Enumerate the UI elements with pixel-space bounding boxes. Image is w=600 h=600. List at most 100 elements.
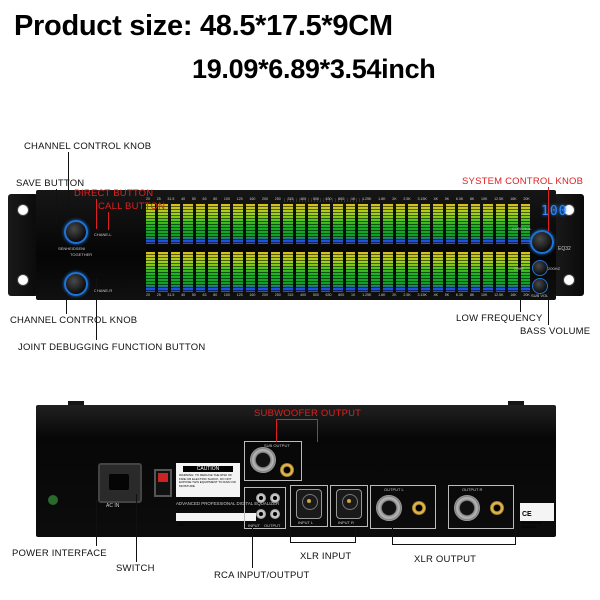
frequency-label: 20 [146, 293, 150, 297]
eq-band-slider [245, 252, 256, 292]
eq-band-slider [470, 204, 481, 244]
back-faceplate: AC IN CAUTION WARNING: TO REDUCE THE RIS… [36, 405, 556, 537]
leader-line [520, 280, 521, 312]
frequency-label: 1K [350, 293, 356, 297]
eq-band-slider [345, 204, 356, 244]
callout-bass-volume: BASS VOLUME [520, 326, 591, 337]
product-size-heading: Product size: 48.5*17.5*9CM [14, 10, 393, 42]
frequency-label: 1.6K [378, 197, 386, 201]
frequency-label: 50 [191, 293, 196, 297]
eq-band-slider [146, 252, 156, 292]
frequency-label: 8K [469, 197, 475, 201]
output-l-label: OUTPUT L [384, 487, 404, 492]
xlr-output-l[interactable] [376, 495, 402, 521]
low-frequency-knob[interactable] [532, 260, 548, 276]
eq-band-slider [295, 252, 306, 292]
rca-input-r[interactable] [256, 509, 266, 519]
display-readout: 100 [541, 204, 568, 219]
frequency-label: 1K [350, 197, 356, 201]
channel-l-knob[interactable] [64, 220, 88, 244]
channel-l-label: CHANE-L [94, 232, 112, 237]
jack-output-l[interactable] [412, 501, 426, 515]
frequency-label: 5K [444, 197, 450, 201]
eq-band-slider [183, 252, 193, 292]
frequency-label: 2K [392, 197, 397, 201]
rca-output-l[interactable] [270, 493, 280, 503]
rca-output-r[interactable] [270, 509, 280, 519]
power-switch[interactable] [154, 469, 172, 497]
eq-band-slider [195, 252, 206, 292]
front-vent [284, 198, 364, 202]
frequency-label: 3.15K [417, 293, 427, 297]
frequency-label: 2.5K [403, 197, 411, 201]
eq-band-slider [208, 252, 218, 292]
eq-band-slider [345, 252, 356, 292]
eq-band-slider [333, 252, 343, 292]
low-hz-label: 20HZ [514, 266, 524, 271]
leader-line [108, 212, 109, 230]
frequency-label: 63 [202, 293, 207, 297]
eq-band-slider [395, 252, 406, 292]
callout-xlr-input: XLR INPUT [300, 551, 352, 562]
leader-line [548, 187, 549, 231]
frequency-label: 3.15K [417, 197, 427, 201]
eq-band-slider [433, 252, 443, 292]
leader-line [276, 419, 318, 442]
eq-band-slider [508, 252, 518, 292]
frequency-label: 4K [433, 293, 439, 297]
eq-band-slider [233, 252, 243, 292]
frequency-label: 12.5K [494, 293, 504, 297]
frequency-label: 5K [444, 293, 450, 297]
frequency-label: 20K [523, 197, 530, 201]
frequency-label: 10K [481, 197, 488, 201]
frequency-label: 50 [191, 197, 196, 201]
frequency-label: 500 [312, 197, 319, 201]
eq-band-slider [283, 204, 293, 244]
power-inlet[interactable] [98, 463, 142, 503]
eq-band-slider [283, 252, 293, 292]
eq-band-slider [233, 204, 243, 244]
xlr-input-r[interactable] [336, 489, 362, 519]
callout-power-interface: POWER INTERFACE [12, 548, 107, 559]
eq-band-slider [270, 252, 281, 292]
eq-band-slider [358, 204, 368, 244]
frequency-label: 80 [213, 197, 218, 201]
eq-band-slider [220, 252, 231, 292]
device-name-label: ADVANCED PROFESSIONAL DIGITAL EQUALIZER [176, 501, 280, 506]
frequency-label: 16K [510, 197, 517, 201]
sub-output-label: SUB OUTPUT [264, 443, 290, 448]
rack-hole [563, 274, 575, 286]
jack-output-r[interactable] [490, 501, 504, 515]
callout-joint-debugging-button: JOINT DEBUGGING FUNCTION BUTTON [18, 342, 206, 353]
xlr-input-r-label: INPUT R [338, 520, 354, 525]
frequency-label: 20K [523, 293, 530, 297]
eq-band-slider [333, 204, 343, 244]
frequency-label: 6.3K [455, 293, 464, 297]
xlr-input-l-label: INPUT L [298, 520, 314, 525]
system-control-knob[interactable] [530, 230, 554, 254]
leader-line [252, 528, 253, 568]
frequency-label: 25 [156, 293, 161, 297]
eq-band-slider [158, 252, 168, 292]
callout-xlr-output: XLR OUTPUT [414, 554, 477, 565]
frequency-label: 315 [287, 293, 294, 297]
eq-band-slider [370, 252, 381, 292]
sub-output-xlr[interactable] [250, 447, 276, 473]
eq-band-slider [258, 204, 268, 244]
rca-input-l[interactable] [256, 493, 266, 503]
eq-band-slider [495, 252, 506, 292]
eq-band-slider [420, 204, 431, 244]
xlr-input-l[interactable] [296, 489, 322, 519]
xlr-output-r[interactable] [454, 495, 480, 521]
together-label: TOGETHER [70, 252, 93, 257]
frequency-label: 800 [338, 197, 345, 201]
frequency-label: 400 [300, 293, 307, 297]
eq-band-slider [458, 204, 468, 244]
bass-volume-knob[interactable] [532, 278, 548, 294]
channel-r-knob[interactable] [64, 272, 88, 296]
eq-band-slider [170, 252, 181, 292]
sub-output-jack[interactable] [280, 463, 294, 477]
eq-band-slider [483, 204, 493, 244]
